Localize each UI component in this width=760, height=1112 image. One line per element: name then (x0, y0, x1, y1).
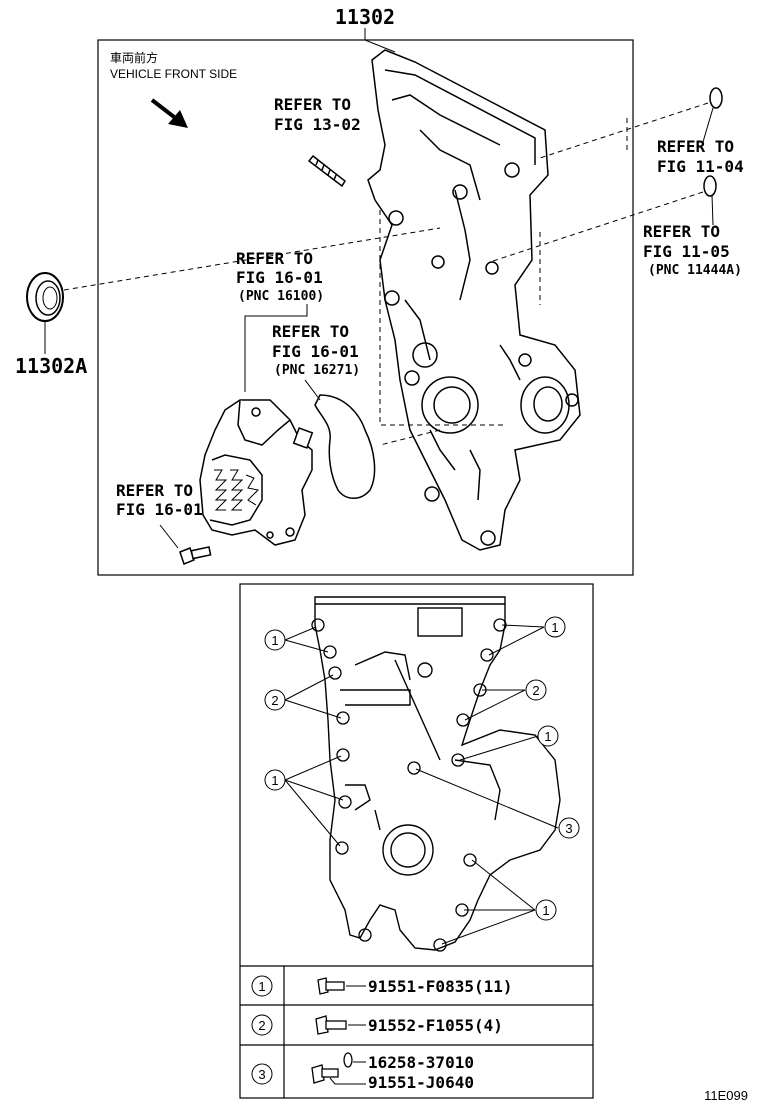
orientation-en: VEHICLE FRONT SIDE (110, 67, 237, 81)
svg-text:FIG 16-01: FIG 16-01 (272, 342, 359, 361)
bolt-with-washer-icon (311, 1052, 353, 1084)
water-pump-bolt[interactable] (179, 546, 212, 565)
svg-text:1: 1 (271, 633, 278, 648)
svg-text:REFER TO: REFER TO (116, 481, 193, 500)
callout-markers: 1 2 1 1 2 1 3 1 (264, 616, 580, 921)
bolt-icon (317, 977, 345, 995)
svg-text:FIG 13-02: FIG 13-02 (274, 115, 361, 134)
svg-text:REFER TO: REFER TO (272, 322, 349, 341)
legend-part-2: 91552-F1055(4) (368, 1016, 503, 1035)
ref-fig-16-01-pump[interactable]: REFER TO FIG 16-01 (PNC 16100) (236, 249, 324, 304)
callout-1-right-top: 1 (544, 616, 566, 638)
svg-text:3: 3 (258, 1067, 265, 1082)
water-pump-gasket[interactable] (314, 394, 376, 499)
legend-part-1: 91551-F0835(11) (368, 977, 513, 996)
callout-3-right: 3 (558, 817, 580, 839)
o-ring-lower[interactable] (703, 175, 717, 197)
svg-text:(PNC 11444A): (PNC 11444A) (648, 263, 742, 278)
svg-text:1: 1 (544, 729, 551, 744)
ref-fig-16-01-bolt[interactable]: REFER TO FIG 16-01 (116, 481, 203, 519)
water-pump[interactable] (199, 399, 314, 546)
legend-part-3b: 91551-J0640 (368, 1073, 474, 1092)
svg-text:FIG 16-01: FIG 16-01 (236, 268, 323, 287)
ref-fig-11-04[interactable]: REFER TO FIG 11-04 (657, 137, 744, 176)
front-arrow-icon (150, 98, 188, 128)
svg-text:2: 2 (532, 683, 539, 698)
diagram-code: 11E099 (704, 1088, 748, 1103)
ref-fig-13-02[interactable]: REFER TO FIG 13-02 (274, 95, 361, 134)
o-ring-upper[interactable] (709, 87, 723, 109)
cover-front-view (314, 596, 561, 951)
svg-text:REFER TO: REFER TO (657, 137, 734, 156)
svg-text:1: 1 (271, 773, 278, 788)
orientation-jp: 車両前方 (110, 50, 158, 65)
legend-row-1[interactable]: 1 91551-F0835(11) (251, 975, 513, 997)
ref-fig-16-01-gasket[interactable]: REFER TO FIG 16-01 (PNC 16271) (272, 322, 360, 378)
svg-text:REFER TO: REFER TO (274, 95, 351, 114)
callout-1-right-bottom: 1 (535, 899, 557, 921)
svg-text:REFER TO: REFER TO (236, 249, 313, 268)
legend-table (240, 965, 593, 1098)
callout-2-right: 2 (525, 679, 547, 701)
stud-bolt[interactable] (307, 154, 346, 188)
svg-text:FIG 11-04: FIG 11-04 (657, 157, 744, 176)
svg-text:REFER TO: REFER TO (643, 222, 720, 241)
lower-panel-frame (239, 583, 594, 1099)
svg-text:3: 3 (565, 821, 572, 836)
callout-1-right-mid: 1 (537, 725, 559, 747)
ref-fig-11-05[interactable]: REFER TO FIG 11-05 (PNC 11444A) (643, 222, 742, 278)
main-part-number[interactable]: 11302 (335, 5, 395, 29)
svg-text:(PNC 16271): (PNC 16271) (274, 363, 360, 378)
svg-text:FIG 16-01: FIG 16-01 (116, 500, 203, 519)
svg-text:2: 2 (271, 693, 278, 708)
svg-text:2: 2 (258, 1018, 265, 1033)
callout-2-left: 2 (264, 689, 286, 711)
svg-text:1: 1 (258, 979, 265, 994)
svg-text:1: 1 (551, 620, 558, 635)
bolt-icon (315, 1015, 347, 1035)
legend-part-3a: 16258-37010 (368, 1053, 474, 1072)
callout-1-left-top: 1 (264, 629, 286, 651)
callout-1-left-mid: 1 (264, 769, 286, 791)
oil-seal-11302A[interactable] (26, 272, 64, 322)
legend-row-2[interactable]: 2 91552-F1055(4) (251, 1014, 503, 1036)
seal-part-number[interactable]: 11302A (15, 354, 87, 378)
timing-chain-cover[interactable] (367, 49, 581, 551)
svg-text:FIG 11-05: FIG 11-05 (643, 242, 730, 261)
legend-row-3[interactable]: 3 16258-37010 91551-J0640 (251, 1052, 474, 1092)
svg-text:(PNC 16100): (PNC 16100) (238, 289, 324, 304)
svg-text:1: 1 (542, 903, 549, 918)
